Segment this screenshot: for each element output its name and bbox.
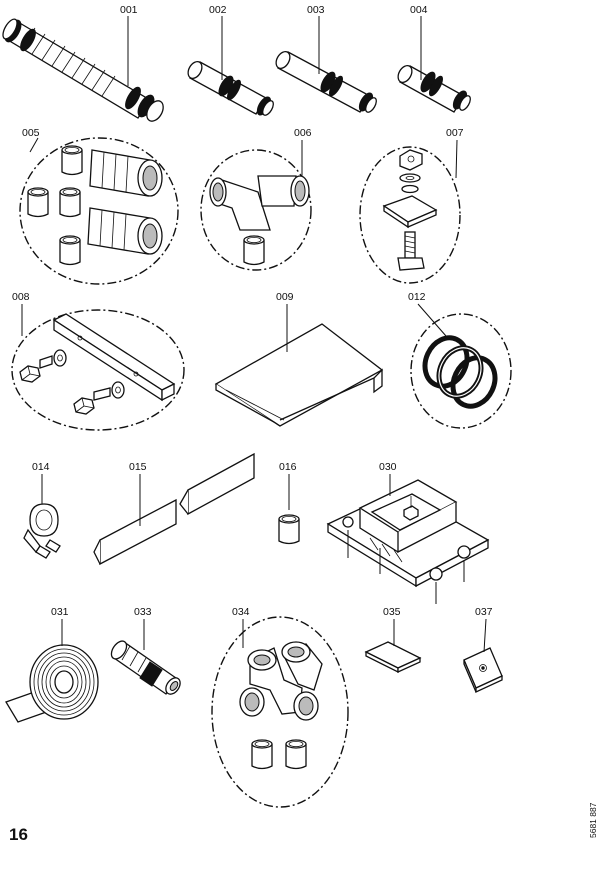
straight-pipe-connector-icon: [187, 60, 274, 116]
washer-plate-icon: [463, 647, 503, 694]
part-006: 006: [200, 127, 312, 271]
part-009: 009: [214, 291, 384, 427]
part-label: 002: [209, 4, 227, 16]
part-014: 014: [23, 461, 61, 559]
part-label: 003: [307, 4, 325, 16]
part-004: 004: [397, 4, 471, 113]
sleeve-icon: [278, 514, 300, 545]
short-pipe-connector-icon: [397, 64, 471, 113]
part-034: 034: [211, 606, 349, 808]
pipe-clip-icon: [23, 503, 61, 559]
part-037: 037: [463, 606, 503, 694]
part-label: 012: [408, 291, 426, 303]
straight-pipe-connector-icon: [275, 50, 377, 113]
part-label: 006: [294, 127, 312, 139]
part-label: 037: [475, 606, 493, 618]
part-label: 009: [276, 291, 294, 303]
part-033: 033: [110, 606, 181, 695]
part-015: 015: [93, 452, 255, 566]
part-label: 033: [134, 606, 152, 618]
mounting-bracket-icon: [326, 479, 490, 604]
cover-plate-icon: [214, 323, 384, 427]
part-035: 035: [364, 606, 422, 674]
elbow-fitting-set-icon: [209, 175, 310, 266]
part-label: 007: [446, 127, 464, 139]
flexible-hose-icon: [2, 18, 164, 122]
part-label: 035: [383, 606, 401, 618]
part-031: 031: [5, 606, 99, 723]
bolt-nut-clamp-set-icon: [382, 149, 438, 271]
part-002: 002: [187, 4, 274, 116]
part-label: 001: [120, 4, 138, 16]
part-016: 016: [278, 461, 300, 545]
part-005: 005: [19, 127, 179, 285]
part-label: 015: [129, 461, 147, 473]
part-label: 034: [232, 606, 250, 618]
valve-insert-icon: [110, 640, 181, 695]
part-label: 031: [51, 606, 69, 618]
part-label: 030: [379, 461, 397, 473]
part-003: 003: [275, 4, 377, 113]
part-label: 008: [12, 291, 30, 303]
document-number: 5681 887: [588, 802, 598, 838]
mounting-bar-bolts-icon: [19, 313, 176, 415]
part-008: 008: [11, 291, 185, 431]
part-label: 005: [22, 127, 40, 139]
gasket-strip-icon: [364, 641, 422, 674]
insulation-strip-icon: [93, 452, 255, 566]
part-label: 004: [410, 4, 428, 16]
part-label: 014: [32, 461, 50, 473]
compression-fitting-set-icon: [27, 145, 163, 266]
cross-fitting-set-icon: [239, 641, 323, 770]
part-001: 001: [2, 4, 164, 122]
o-ring-set-icon: [422, 335, 498, 409]
part-label: 016: [279, 461, 297, 473]
part-007: 007: [359, 127, 464, 284]
tape-roll-icon: [5, 644, 99, 723]
part-012: 012: [408, 291, 512, 429]
part-030: 030: [326, 461, 490, 604]
page-number: 16: [9, 825, 28, 844]
